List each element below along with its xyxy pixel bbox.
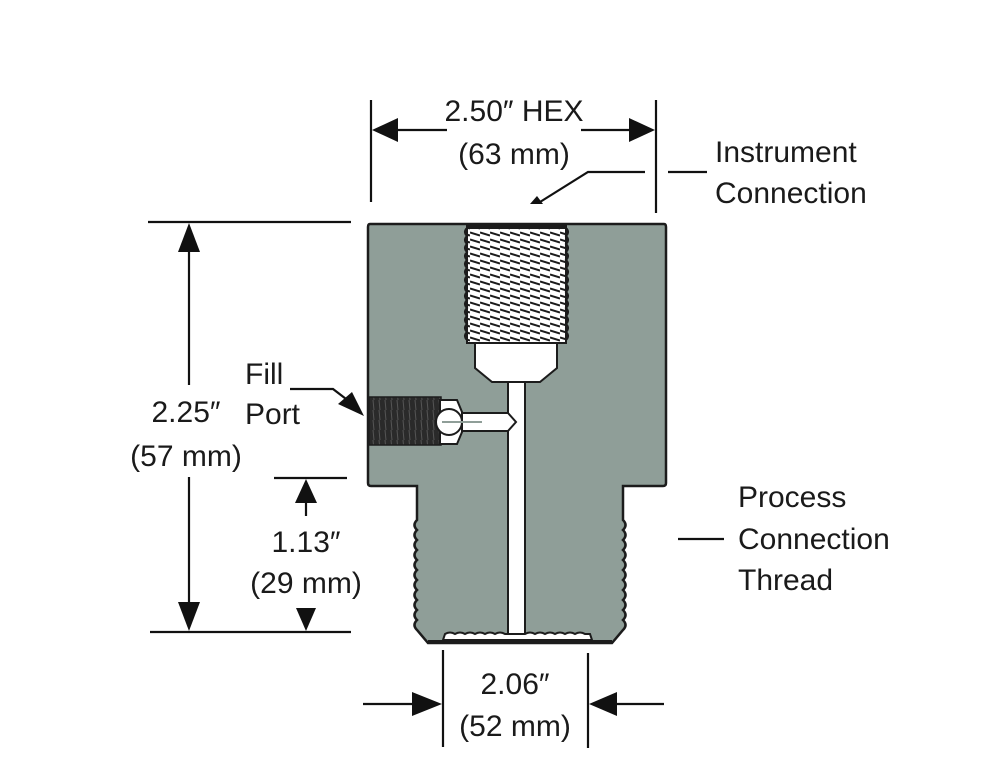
thread-length-metric: (29 mm) bbox=[250, 567, 362, 600]
diameter-arrow-left bbox=[412, 692, 442, 716]
fill-port-callout: Fill Port bbox=[245, 358, 364, 431]
process-thread-bottom bbox=[441, 631, 594, 641]
instrument-thread-top-band bbox=[467, 225, 566, 229]
instrument-thread-edge-left bbox=[464, 227, 469, 341]
process-label-line2: Connection bbox=[738, 523, 890, 556]
thread-length-arrow-bottom bbox=[296, 608, 316, 631]
hex-arrow-right bbox=[629, 118, 655, 142]
process-label-line3: Thread bbox=[738, 564, 833, 597]
fill-port-leader-arrow bbox=[338, 392, 364, 416]
process-label-line1: Process bbox=[738, 481, 846, 514]
bore-relief bbox=[474, 342, 558, 383]
thread-length-value: 1.13″ bbox=[271, 526, 340, 559]
fill-port-label-line2: Port bbox=[245, 398, 301, 431]
hex-width-dimension: 2.50″ HEX (63 mm) bbox=[369, 95, 658, 213]
adapter-body bbox=[366, 222, 668, 645]
process-connection-callout: Process Connection Thread bbox=[678, 481, 890, 597]
instrument-label-line2: Connection bbox=[715, 177, 867, 210]
hex-width-metric: (63 mm) bbox=[458, 138, 570, 171]
diameter-value: 2.06″ bbox=[480, 668, 549, 701]
instrument-thread-edge-right bbox=[564, 227, 569, 341]
thread-length-dimension: 1.13″ (29 mm) bbox=[250, 476, 362, 631]
height-value: 2.25″ bbox=[151, 396, 220, 429]
thread-diameter-dimension: 2.06″ (52 mm) bbox=[363, 650, 664, 748]
height-metric: (57 mm) bbox=[130, 440, 242, 473]
process-thread-bottom-edge bbox=[428, 640, 612, 644]
instrument-connection-callout: Instrument Connection bbox=[530, 136, 867, 210]
instrument-label-line1: Instrument bbox=[715, 136, 857, 169]
diameter-arrow-right bbox=[589, 692, 617, 716]
fill-port-label-line1: Fill bbox=[245, 358, 283, 391]
instrument-leader-arrow bbox=[530, 196, 543, 204]
height-arrow-top bbox=[178, 223, 200, 252]
diameter-metric: (52 mm) bbox=[459, 710, 571, 743]
thread-length-arrow-top bbox=[295, 479, 317, 503]
instrument-leader-line bbox=[539, 170, 645, 203]
instrument-thread-bore bbox=[466, 225, 567, 344]
fill-port-leader-line bbox=[290, 387, 351, 403]
hex-width-value: 2.50″ HEX bbox=[444, 95, 583, 128]
overall-height-dimension: 2.25″ (57 mm) bbox=[130, 220, 351, 634]
height-arrow-bottom bbox=[178, 602, 200, 631]
fill-port-thread bbox=[368, 396, 442, 446]
hex-arrow-left bbox=[372, 118, 398, 142]
